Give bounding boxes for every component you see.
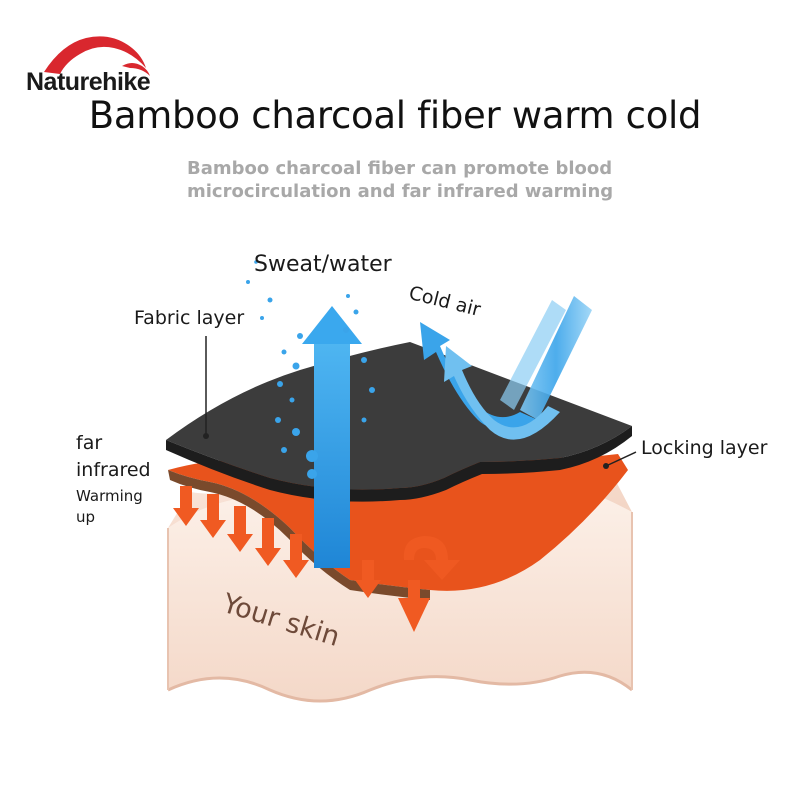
warm-arrow-5 xyxy=(283,534,309,578)
warming-line-2: up xyxy=(76,508,96,526)
warm-curl-arrow xyxy=(403,536,460,580)
fabric-layer-label: Fabric layer xyxy=(134,307,245,329)
warm-arrow-6 xyxy=(355,560,381,598)
warm-arrow-1 xyxy=(173,486,199,526)
fabric-layer xyxy=(166,342,632,502)
warm-arrow-4 xyxy=(255,518,281,566)
far-infrared-line-2: infrared xyxy=(76,459,151,481)
water-droplets xyxy=(246,260,375,479)
warming-up-label: Warming up xyxy=(76,486,143,528)
warm-arrow-3 xyxy=(227,506,253,552)
warm-arrow-2 xyxy=(200,494,226,538)
cold-air-arrows xyxy=(420,296,592,440)
brand-name: Naturehike xyxy=(26,68,151,96)
far-infrared-line-1: far xyxy=(76,432,103,454)
page-title: Bamboo charcoal fiber warm cold xyxy=(88,94,702,137)
sweat-arrow xyxy=(302,306,362,568)
subtitle-line-2: microcirculation and far infrared warmin… xyxy=(187,181,614,202)
warm-arrow-7 xyxy=(398,580,430,632)
naturehike-logo-arc-icon xyxy=(44,36,150,76)
far-infrared-label: far infrared xyxy=(76,430,151,484)
sweat-water-label: Sweat/water xyxy=(254,252,392,277)
subtitle-line-1: Bamboo charcoal fiber can promote blood xyxy=(187,158,613,179)
warm-arrows xyxy=(173,486,430,632)
page-subtitle: Bamboo charcoal fiber can promote blood … xyxy=(187,157,627,203)
locking-layer-label: Locking layer xyxy=(641,437,768,459)
locking-leader-line xyxy=(605,451,637,467)
warming-line-1: Warming xyxy=(76,487,143,505)
locking-leader-dot xyxy=(603,463,609,469)
fabric-leader-dot xyxy=(203,433,209,439)
